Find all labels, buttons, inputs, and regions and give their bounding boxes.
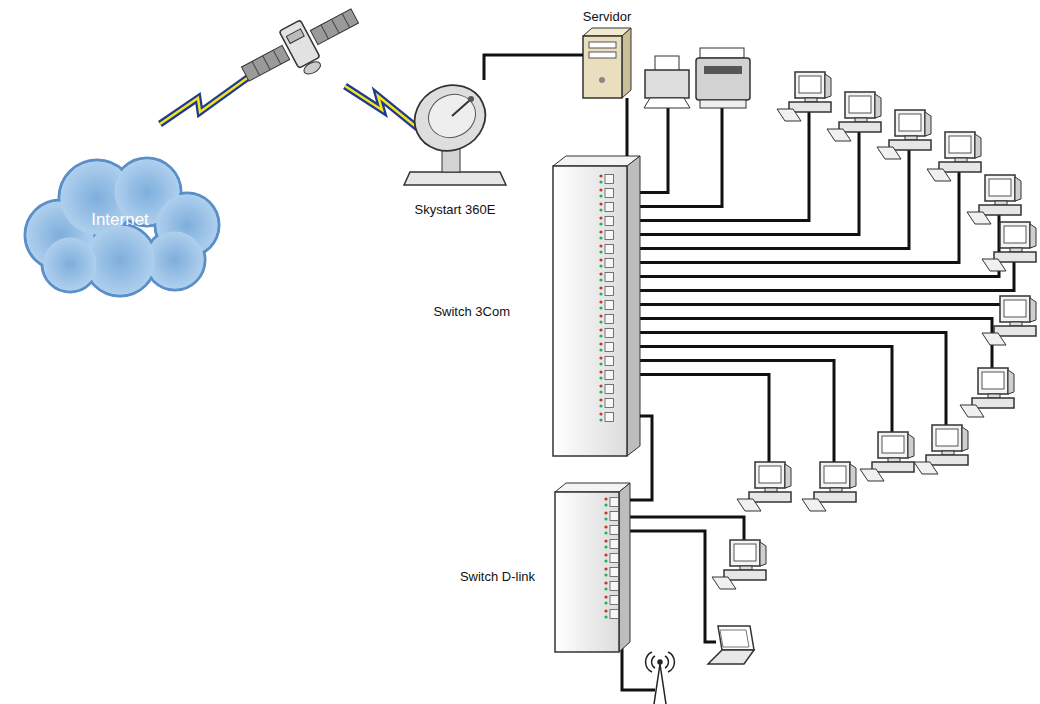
satellite-dish: Skystart 360E [406, 80, 504, 185]
node-label: Switch D-link [460, 569, 535, 585]
server [583, 28, 631, 98]
workstation [712, 72, 1036, 589]
switch-tower [555, 483, 630, 652]
network-cable [626, 98, 629, 156]
switch: Switch 3Com [553, 156, 640, 456]
printer [644, 48, 750, 108]
node-label: Skystart 360E [415, 202, 496, 218]
node-label: Switch 3Com [433, 304, 510, 320]
wireless-antenna [646, 652, 675, 704]
radio-link [160, 76, 420, 130]
switch-tower [553, 156, 640, 456]
network-cable [630, 416, 652, 500]
server: Servidor [583, 28, 631, 98]
laptop [708, 626, 754, 664]
internet-cloud: Internet [15, 140, 225, 300]
satellite-dish [404, 74, 506, 185]
switch: Switch D-link [555, 483, 630, 652]
node-label: Internet [91, 210, 149, 230]
node-label: Servidor [583, 9, 631, 25]
network-cable [614, 106, 1014, 690]
satellite [235, 0, 369, 101]
network-cable [484, 55, 583, 80]
